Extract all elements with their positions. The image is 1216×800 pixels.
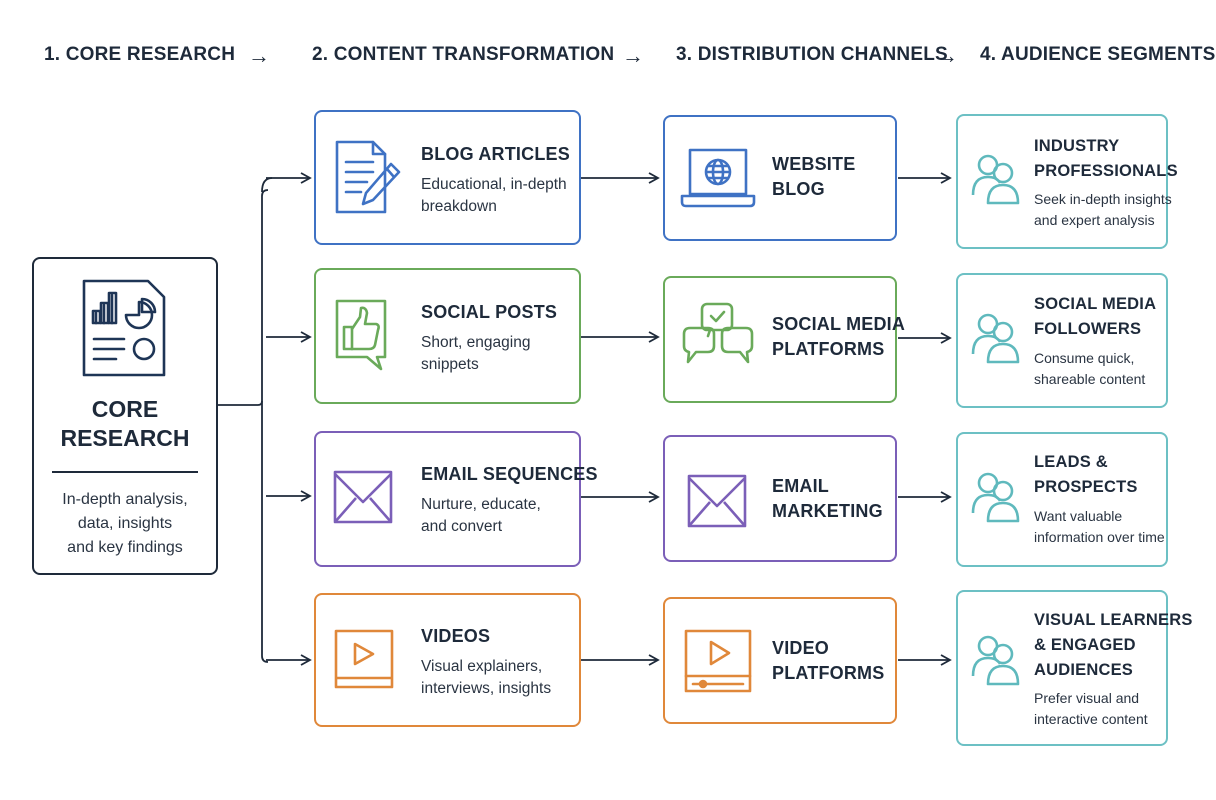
channel-website-line1: WEBSITE bbox=[772, 154, 856, 174]
aud-visual-desc-line1: Prefer visual and bbox=[1034, 690, 1140, 706]
content-desc-blog-line1: Educational, in-depth bbox=[421, 176, 567, 193]
aud-followers-title-line2: FOLLOWERS bbox=[1034, 320, 1142, 338]
channel-title-email-marketing: EMAIL MARKETING bbox=[772, 474, 883, 524]
aud-professionals-title-line1: INDUSTRY bbox=[1034, 137, 1120, 155]
channel-social-line2: PLATFORMS bbox=[772, 339, 885, 359]
audience-desc-professionals: Seek in-depth insights and expert analys… bbox=[1034, 189, 1172, 231]
envelope-icon bbox=[687, 474, 747, 528]
channel-box-email-marketing bbox=[663, 435, 897, 562]
header-arrow-1: → bbox=[248, 43, 270, 68]
report-chart-icon bbox=[82, 279, 166, 377]
aud-visual-title-line3: AUDIENCES bbox=[1034, 661, 1133, 679]
header-audience-segments: 4. AUDIENCE SEGMENTS bbox=[980, 44, 1216, 65]
core-title-line1: CORE bbox=[91, 396, 159, 422]
laptop-globe-icon bbox=[680, 148, 756, 208]
channel-title-social-platforms: SOCIAL MEDIA PLATFORMS bbox=[772, 312, 905, 362]
core-research-title: CORE RESEARCH bbox=[34, 395, 216, 453]
content-desc-videos-line2: interviews, insights bbox=[421, 680, 552, 697]
audience-title-visual-learners: VISUAL LEARNERS & ENGAGED AUDIENCES bbox=[1034, 608, 1193, 683]
content-title-blog: BLOG ARTICLES bbox=[421, 144, 570, 164]
thumbs-up-icon bbox=[335, 299, 387, 371]
document-pencil-icon bbox=[335, 140, 401, 214]
channel-email-line1: EMAIL bbox=[772, 476, 829, 496]
content-desc-blog: Educational, in-depth breakdown bbox=[421, 174, 567, 218]
aud-followers-desc-line2: shareable content bbox=[1034, 371, 1146, 387]
channel-video-line1: VIDEO bbox=[772, 638, 830, 658]
aud-leads-title-line1: LEADS & bbox=[1034, 453, 1108, 471]
channel-website-line2: BLOG bbox=[772, 179, 825, 199]
aud-leads-desc-line2: information over time bbox=[1034, 529, 1165, 545]
aud-visual-title-line1: VISUAL LEARNERS bbox=[1034, 611, 1193, 629]
content-title-social: SOCIAL POSTS bbox=[421, 302, 558, 322]
chat-bubbles-icon bbox=[682, 302, 754, 364]
channel-box-video-platforms bbox=[663, 597, 897, 724]
audience-box-industry-professionals bbox=[956, 114, 1168, 249]
channel-social-line1: SOCIAL MEDIA bbox=[772, 314, 906, 334]
channel-box-website-blog bbox=[663, 115, 897, 241]
channel-video-line2: PLATFORMS bbox=[772, 663, 885, 683]
audience-box-leads-prospects bbox=[956, 432, 1168, 567]
header-core-research: 1. CORE RESEARCH bbox=[44, 44, 236, 65]
core-desc-line2: data, insights bbox=[77, 515, 173, 532]
users-icon bbox=[971, 154, 1020, 205]
content-desc-social: Short, engaging snippets bbox=[421, 332, 530, 376]
aud-visual-title-line2: & ENGAGED bbox=[1034, 636, 1136, 654]
core-research-box bbox=[32, 257, 218, 575]
audience-title-professionals: INDUSTRY PROFESSIONALS bbox=[1034, 134, 1178, 184]
aud-leads-desc-line1: Want valuable bbox=[1034, 508, 1123, 524]
audience-box-social-followers bbox=[956, 273, 1168, 408]
content-desc-videos: Visual explainers, interviews, insights bbox=[421, 656, 551, 700]
aud-leads-title-line2: PROSPECTS bbox=[1034, 478, 1138, 496]
audience-title-leads: LEADS & PROSPECTS bbox=[1034, 450, 1138, 500]
content-desc-blog-line2: breakdown bbox=[421, 198, 497, 215]
core-research-description: In-depth analysis, data, insights and ke… bbox=[34, 488, 216, 560]
audience-box-visual-learners bbox=[956, 590, 1168, 746]
channel-email-line2: MARKETING bbox=[772, 501, 883, 521]
core-desc-line3: and key findings bbox=[67, 539, 183, 556]
audience-desc-followers: Consume quick, shareable content bbox=[1034, 348, 1145, 390]
aud-followers-title-line1: SOCIAL MEDIA bbox=[1034, 295, 1157, 313]
aud-professionals-desc-line2: and expert analysis bbox=[1034, 212, 1155, 228]
core-desc-line1: In-depth analysis, bbox=[62, 491, 188, 508]
video-player-icon bbox=[684, 629, 752, 693]
users-icon bbox=[971, 635, 1020, 686]
users-icon bbox=[971, 472, 1020, 523]
channel-box-social-platforms bbox=[663, 276, 897, 403]
audience-desc-leads: Want valuable information over time bbox=[1034, 506, 1165, 548]
content-title-email: EMAIL SEQUENCES bbox=[421, 464, 598, 484]
aud-professionals-desc-line1: Seek in-depth insights bbox=[1034, 191, 1172, 207]
header-arrow-3: → bbox=[936, 43, 958, 68]
users-icon bbox=[971, 313, 1020, 364]
content-title-videos: VIDEOS bbox=[421, 626, 491, 646]
content-desc-email-line1: Nurture, educate, bbox=[421, 496, 541, 513]
branch-trunk bbox=[261, 189, 269, 663]
header-content-transformation: 2. CONTENT TRANSFORMATION bbox=[312, 44, 615, 65]
content-desc-social-line2: snippets bbox=[421, 356, 479, 373]
content-box-social-posts bbox=[314, 268, 581, 404]
play-button-icon bbox=[334, 629, 394, 689]
header-arrow-2: → bbox=[622, 43, 644, 68]
envelope-icon bbox=[333, 470, 393, 524]
aud-visual-desc-line2: interactive content bbox=[1034, 711, 1148, 727]
content-desc-videos-line1: Visual explainers, bbox=[421, 658, 543, 675]
content-desc-email-line2: and convert bbox=[421, 518, 502, 535]
content-desc-social-line1: Short, engaging bbox=[421, 334, 531, 351]
aud-professionals-title-line2: PROFESSIONALS bbox=[1034, 162, 1178, 180]
header-distribution-channels: 3. DISTRIBUTION CHANNELS bbox=[676, 44, 948, 65]
content-box-blog-articles bbox=[314, 110, 581, 245]
content-desc-email: Nurture, educate, and convert bbox=[421, 494, 541, 538]
content-box-videos bbox=[314, 593, 581, 727]
channel-title-website-blog: WEBSITE BLOG bbox=[772, 152, 855, 202]
audience-desc-visual-learners: Prefer visual and interactive content bbox=[1034, 688, 1148, 730]
audience-title-followers: SOCIAL MEDIA FOLLOWERS bbox=[1034, 292, 1156, 342]
channel-title-video-platforms: VIDEO PLATFORMS bbox=[772, 636, 884, 686]
core-divider bbox=[52, 471, 198, 473]
aud-followers-desc-line1: Consume quick, bbox=[1034, 350, 1135, 366]
core-title-line2: RESEARCH bbox=[60, 425, 190, 451]
